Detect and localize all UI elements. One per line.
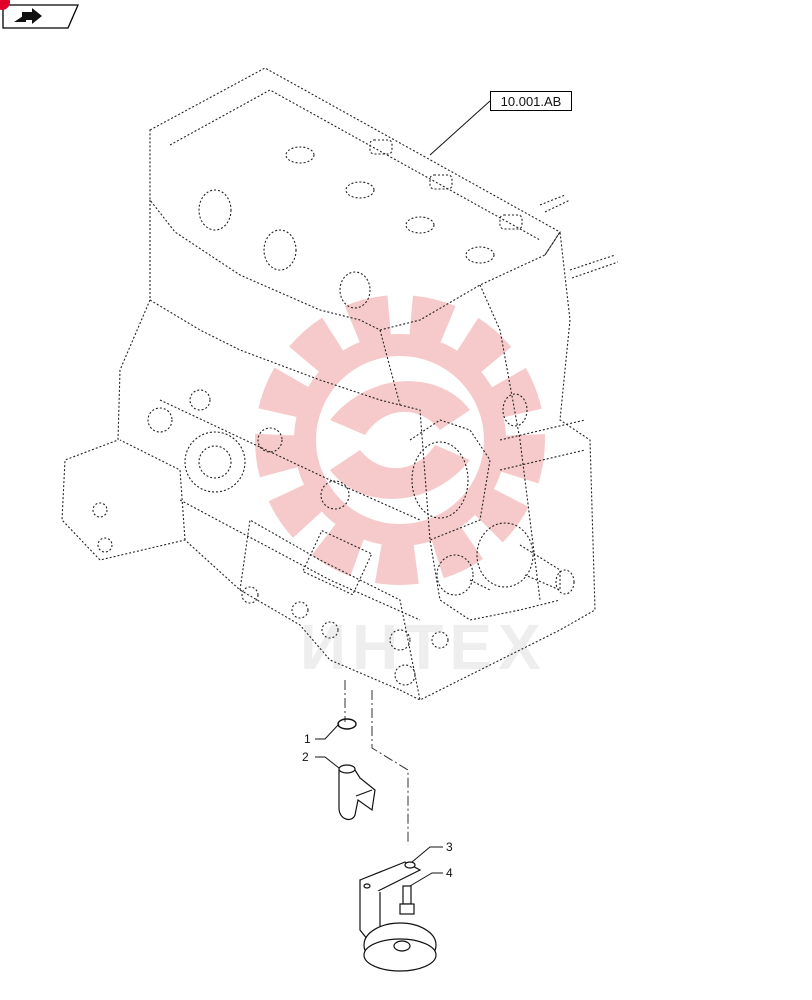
engine-block <box>61 67 619 701</box>
part-suction-pipe <box>338 764 376 821</box>
assembly-centerlines <box>344 680 409 845</box>
callout-1: 1 <box>304 732 311 746</box>
callout-3: 3 <box>446 840 453 854</box>
nav-back-tab[interactable] <box>0 0 80 30</box>
callout-leaders <box>315 723 443 887</box>
gear-logo-icon <box>255 295 545 585</box>
nav-status-dot <box>0 0 10 10</box>
reference-label-box[interactable]: 10.001.AB <box>490 91 572 111</box>
back-arrow-icon <box>14 8 42 24</box>
part-strainer-bracket <box>359 861 437 972</box>
reference-leader-line <box>429 100 491 156</box>
part-bolt <box>399 885 415 915</box>
callout-4: 4 <box>446 866 453 880</box>
callout-2: 2 <box>302 750 309 764</box>
part-o-ring <box>337 718 357 730</box>
